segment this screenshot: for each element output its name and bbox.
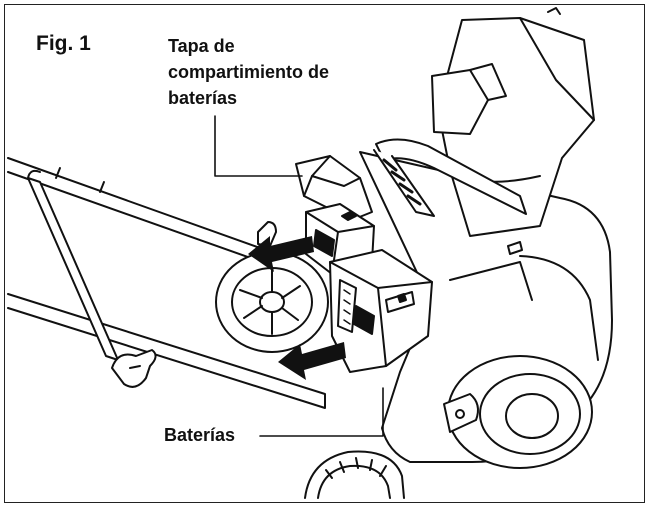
removal-arrows — [248, 236, 346, 380]
arrow-upper-icon — [248, 236, 314, 272]
arrow-lower-icon — [278, 342, 346, 380]
handle-frame — [7, 157, 326, 409]
battery-cover-label-line-1: Tapa de — [168, 36, 235, 56]
battery-cover-label-line-2: compartimiento de — [168, 62, 330, 82]
battery-cover — [295, 155, 373, 221]
wing-knob-lower — [111, 349, 157, 388]
battery-cover-label-line-3: baterías — [168, 88, 238, 108]
figure-title: Fig. 1 — [36, 32, 91, 55]
battery-cover-label: Tapa de compartimiento de baterías — [168, 33, 329, 111]
front-wheel — [304, 450, 405, 499]
batteries-label: Baterías — [164, 425, 236, 445]
top-handle — [373, 138, 527, 217]
battery-lower — [329, 249, 433, 373]
auger-housing — [359, 151, 613, 469]
leader-lines — [214, 115, 384, 437]
